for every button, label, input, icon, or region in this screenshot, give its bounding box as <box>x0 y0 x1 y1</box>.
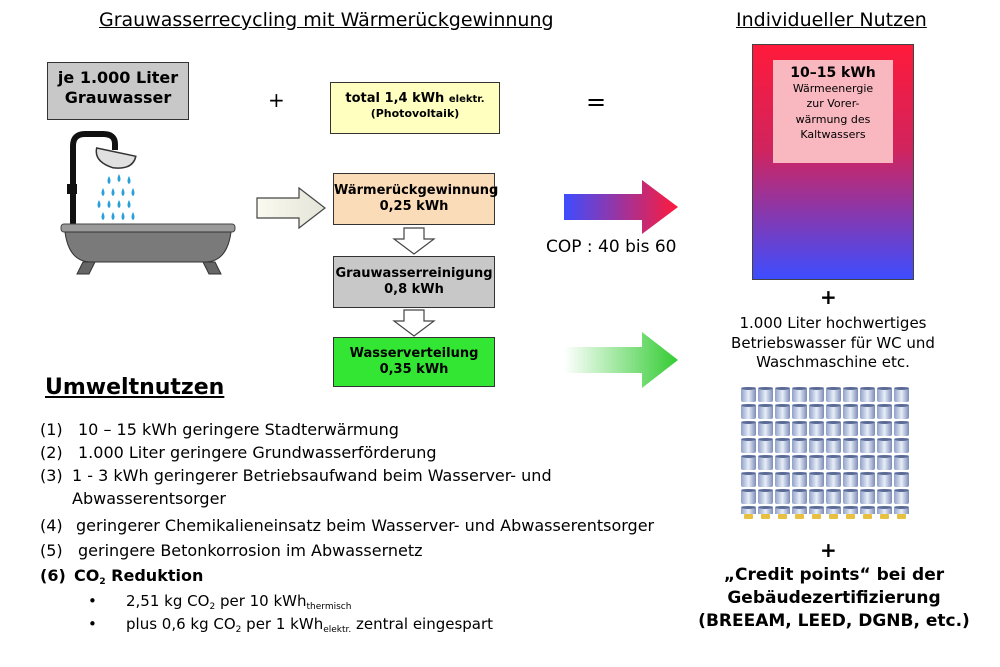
water-benefit-text: 1.000 Liter hochwertiges Betriebswasser … <box>712 314 954 373</box>
benefit-num-6: (6) <box>40 566 66 585</box>
plus-sign-2: + <box>820 285 837 309</box>
bullet-unit-sub: thermisch <box>306 602 352 612</box>
heat-desc-1: Wärmeenergie <box>792 82 874 95</box>
benefit-num-1: (1) <box>40 420 63 439</box>
co2-pre: CO <box>74 566 100 585</box>
co2-bullet-1: 2,51 kg CO2 per 10 kWhthermisch <box>126 592 351 612</box>
heat-desc-3: wärmung des <box>795 112 871 126</box>
benefit-text-2: 1.000 Liter geringere Grundwasserförderu… <box>78 443 437 462</box>
benefit-text-4: geringerer Chemikalieneinsatz beim Wasse… <box>76 516 655 535</box>
step-greywater-cleaning: Grauwasserreinigung 0,8 kWh <box>333 256 495 308</box>
benefit-text-5: geringere Betonkorrosion im Abwassernetz <box>78 541 423 560</box>
co2-post: Reduktion <box>105 566 204 585</box>
water-buckets-illustration <box>740 386 910 519</box>
bullet-sub: 2 <box>235 625 242 635</box>
benefit-num-3: (3) <box>40 466 63 485</box>
benefit-num-4: (4) <box>40 516 63 535</box>
bullet-post: zentral eingespart <box>351 615 494 633</box>
bullet-pre: plus 0,6 kg CO <box>126 615 236 633</box>
cop-arrow <box>564 180 678 234</box>
benefit-text-1: 10 – 15 kWh geringere Stadterwärmung <box>78 420 399 439</box>
step-heat-recovery: Wärmerückgewinnung 0,25 kWh <box>333 173 499 225</box>
input-line2: Grauwasser <box>64 88 172 107</box>
heat-desc-2: zur Vorer- <box>806 97 860 111</box>
down-arrow-2 <box>392 309 436 337</box>
co2-label: CO2 Reduktion <box>74 566 203 587</box>
input-line1: je 1.000 Liter <box>57 68 179 87</box>
bullet-dot-2: • <box>88 615 97 633</box>
water-line-3: Waschmaschine etc. <box>756 353 910 371</box>
benefit-num-5: (5) <box>40 541 63 560</box>
benefit-title: Individueller Nutzen <box>736 9 927 31</box>
energy-unit: elektr. <box>448 94 485 105</box>
credit-text: „Credit points“ bei der Gebäudezertifizi… <box>696 564 972 633</box>
bullet-sub: 2 <box>209 602 216 612</box>
heat-value: 10–15 kWh <box>790 65 876 81</box>
plus-sign: + <box>268 88 285 112</box>
water-line-1: 1.000 Liter hochwertiges <box>739 314 927 332</box>
credit-line-3: (BREEAM, LEED, DGNB, etc.) <box>698 610 970 631</box>
heat-benefit-box: 10–15 kWh Wärmeenergie zur Vorer- wärmun… <box>752 44 914 280</box>
bullet-mid: per 10 kWh <box>215 592 307 610</box>
bullet-unit-sub: elektr. <box>323 625 352 635</box>
credit-line-2: Gebäudezertifizierung <box>727 587 941 608</box>
equals-sign: = <box>586 88 607 116</box>
step-value: 0,8 kWh <box>384 282 444 298</box>
credit-line-1: „Credit points“ bei der <box>723 565 945 585</box>
bathtub-illustration <box>60 131 236 275</box>
benefit-text-3b: Abwasserentsorger <box>72 489 226 508</box>
step-value: 0,35 kWh <box>379 362 449 378</box>
step-name: Grauwasserreinigung <box>335 266 493 281</box>
energy-box: total 1,4 kWh elektr. (Photovoltaik) <box>330 82 500 134</box>
step-name: Wärmerückgewinnung <box>334 183 499 198</box>
bullet-mid: per 1 kWh <box>241 615 324 633</box>
energy-source: (Photovoltaik) <box>370 107 460 121</box>
heat-text-panel: 10–15 kWh Wärmeenergie zur Vorer- wärmun… <box>773 60 893 163</box>
down-arrow-1 <box>392 227 436 255</box>
water-arrow <box>564 332 678 388</box>
co2-sub: 2 <box>99 577 106 587</box>
benefit-text-3: 1 - 3 kWh geringerer Betriebsaufwand bei… <box>72 466 552 485</box>
input-box: je 1.000 Liter Grauwasser <box>47 62 189 120</box>
umwelt-title: Umweltnutzen <box>45 375 225 400</box>
co2-bullet-2: plus 0,6 kg CO2 per 1 kWhelektr. zentral… <box>126 615 493 635</box>
step-name: Wasserverteilung <box>349 346 479 361</box>
flow-arrow-input <box>256 186 326 230</box>
benefit-num-2: (2) <box>40 443 63 462</box>
step-water-distribution: Wasserverteilung 0,35 kWh <box>333 337 495 387</box>
plus-sign-3: + <box>820 538 837 562</box>
water-line-2: Betriebswasser für WC und <box>731 333 935 352</box>
bullet-pre: 2,51 kg CO <box>126 592 210 610</box>
heat-desc-4: Kaltwassers <box>800 128 866 142</box>
bullet-dot-1: • <box>88 592 97 610</box>
cop-label: COP : 40 bis 60 <box>546 237 677 257</box>
main-title: Grauwasserrecycling mit Wärmerückgewinnu… <box>99 9 554 31</box>
energy-total: total 1,4 kWh <box>345 91 445 106</box>
step-value: 0,25 kWh <box>379 199 449 215</box>
